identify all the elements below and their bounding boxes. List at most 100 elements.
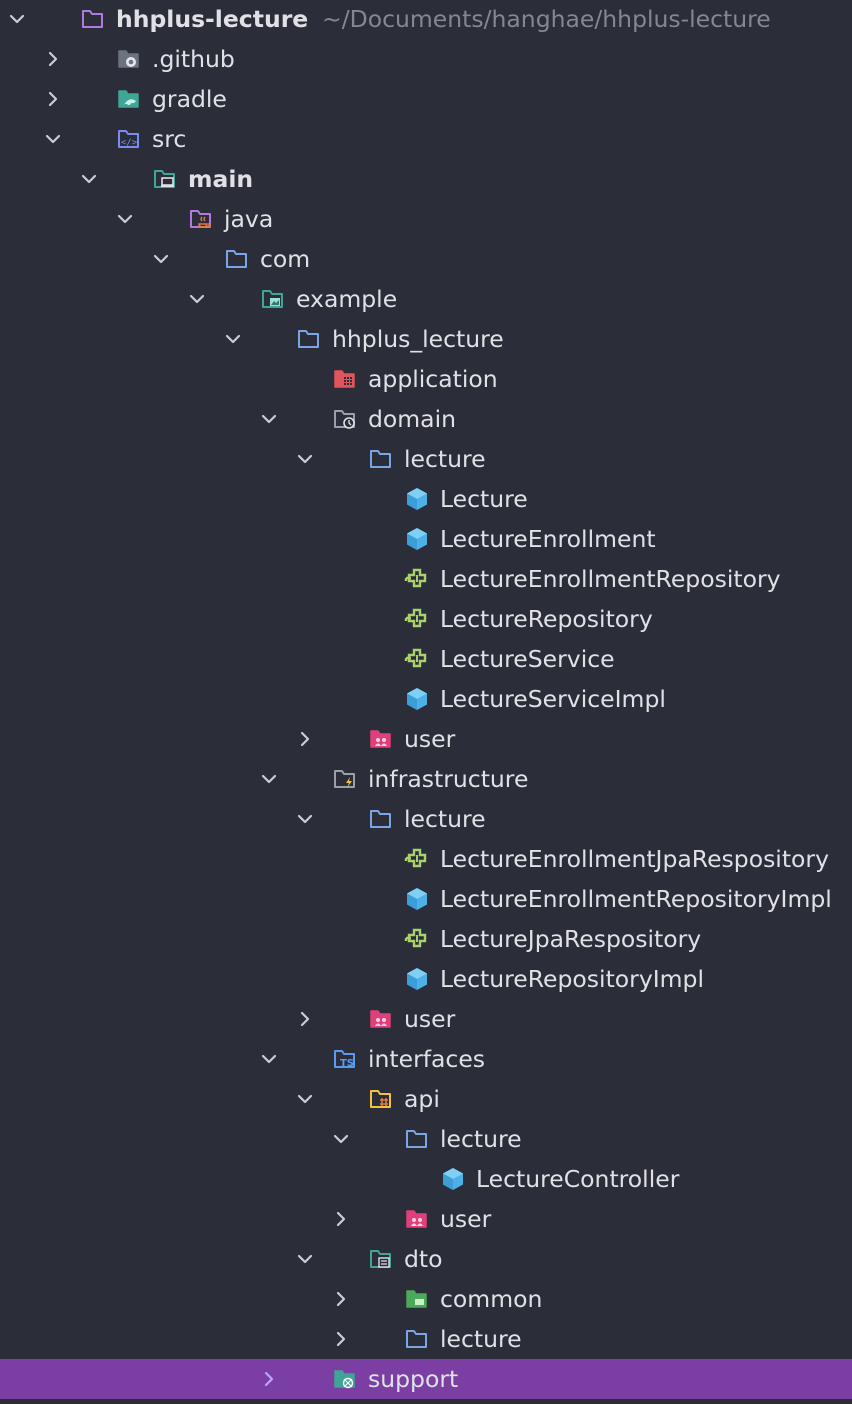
chevron-right-icon[interactable] [43, 89, 63, 109]
application-package-icon [332, 366, 358, 392]
chevron-right-icon[interactable] [295, 1009, 315, 1029]
tree-row-application[interactable]: application [0, 359, 852, 399]
tree-row-lectureenrollment[interactable]: LectureEnrollment [0, 519, 852, 559]
folder-icon [368, 806, 394, 832]
chevron-down-icon[interactable] [259, 769, 279, 789]
java-folder-icon [188, 206, 214, 232]
tree-row-interfaces[interactable]: TS interfaces [0, 1039, 852, 1079]
tree-row-label: LectureEnrollmentRepository [440, 565, 781, 593]
tree-row-label: com [260, 245, 311, 273]
tree-row-hhplus-lecture[interactable]: hhplus-lecture ~/Documents/hanghae/hhplus… [0, 0, 852, 39]
example-folder-icon [260, 286, 286, 312]
chevron-down-icon[interactable] [259, 409, 279, 429]
chevron-down-icon[interactable] [151, 249, 171, 269]
tree-row-lecture[interactable]: lecture [0, 1119, 852, 1159]
chevron-down-icon[interactable] [295, 1249, 315, 1269]
chevron-right-icon[interactable] [43, 49, 63, 69]
chevron-down-icon[interactable] [295, 1089, 315, 1109]
tree-row-label: LectureEnrollmentJpaRespository [440, 845, 830, 873]
interface-icon [404, 846, 430, 872]
tree-row-lecturerepository[interactable]: LectureRepository [0, 599, 852, 639]
tree-row-label: user [404, 1005, 456, 1033]
source-folder-icon: </> [116, 126, 142, 152]
interface-icon [404, 566, 430, 592]
tree-row-hhplus-lecture[interactable]: hhplus_lecture [0, 319, 852, 359]
tree-row-label: main [188, 165, 254, 193]
project-path: ~/Documents/hanghae/hhplus-lecture [322, 5, 771, 33]
tree-row-label: user [404, 725, 456, 753]
tree-row-lecturejparespository[interactable]: LectureJpaRespository [0, 919, 852, 959]
class-icon [404, 966, 430, 992]
tree-row-label: lecture [404, 445, 486, 473]
tree-row-gradle[interactable]: gradle [0, 79, 852, 119]
folder-purple-icon [80, 6, 106, 32]
tree-row-java[interactable]: java [0, 199, 852, 239]
tree-row-lecture[interactable]: lecture [0, 799, 852, 839]
class-icon [404, 686, 430, 712]
tree-row-lecturecontroller[interactable]: LectureController [0, 1159, 852, 1199]
tree-row-lectureenrollmentjparespository[interactable]: LectureEnrollmentJpaRespository [0, 839, 852, 879]
folder-icon [368, 446, 394, 472]
tree-row-label: application [368, 365, 498, 393]
chevron-right-icon[interactable] [259, 1369, 279, 1389]
tree-row-label: LectureServiceImpl [440, 685, 666, 713]
tree-row-label: LectureController [476, 1165, 680, 1193]
tree-row-lecture[interactable]: lecture [0, 1319, 852, 1359]
tree-row-dto[interactable]: dto [0, 1239, 852, 1279]
tree-row-common[interactable]: common [0, 1279, 852, 1319]
tree-row-label: lecture [404, 805, 486, 833]
support-folder-icon [332, 1366, 358, 1392]
tree-row-label: LectureJpaRespository [440, 925, 702, 953]
chevron-down-icon[interactable] [295, 809, 315, 829]
interface-icon [404, 926, 430, 952]
tree-row-label: lecture [440, 1125, 522, 1153]
tree-row-domain[interactable]: domain [0, 399, 852, 439]
tree-row-support[interactable]: support [0, 1359, 852, 1399]
tree-row-src[interactable]: </>src [0, 119, 852, 159]
chevron-right-icon[interactable] [331, 1329, 351, 1349]
tree-row-github[interactable]: .github [0, 39, 852, 79]
tree-row-user[interactable]: user [0, 1199, 852, 1239]
tree-row-lectureenrollmentrepositoryimpl[interactable]: LectureEnrollmentRepositoryImpl [0, 879, 852, 919]
chevron-down-icon[interactable] [295, 449, 315, 469]
class-icon [404, 526, 430, 552]
svg-text:TS: TS [340, 1058, 354, 1069]
chevron-down-icon[interactable] [115, 209, 135, 229]
tree-row-api[interactable]: api [0, 1079, 852, 1119]
tree-row-label: interfaces [368, 1045, 486, 1073]
tree-row-main[interactable]: main [0, 159, 852, 199]
chevron-right-icon[interactable] [331, 1289, 351, 1309]
tree-row-lecture[interactable]: Lecture [0, 479, 852, 519]
chevron-down-icon[interactable] [187, 289, 207, 309]
tree-row-lectureserviceimpl[interactable]: LectureServiceImpl [0, 679, 852, 719]
tree-row-label: api [404, 1085, 440, 1113]
tree-row-com[interactable]: com [0, 239, 852, 279]
tree-row-lectureenrollmentrepository[interactable]: LectureEnrollmentRepository [0, 559, 852, 599]
tree-row-label: .github [152, 45, 235, 73]
chevron-right-icon[interactable] [331, 1209, 351, 1229]
tree-row-user[interactable]: user [0, 999, 852, 1039]
tree-row-label: example [296, 285, 398, 313]
tree-row-example[interactable]: example [0, 279, 852, 319]
chevron-down-icon[interactable] [331, 1129, 351, 1149]
tree-row-lectureservice[interactable]: LectureService [0, 639, 852, 679]
chevron-right-icon[interactable] [295, 729, 315, 749]
tree-row-lecture[interactable]: lecture [0, 439, 852, 479]
tree-row-label: domain [368, 405, 457, 433]
chevron-down-icon[interactable] [79, 169, 99, 189]
interface-icon [404, 606, 430, 632]
tree-row-label: lecture [440, 1325, 522, 1353]
chevron-down-icon[interactable] [7, 9, 27, 29]
tree-row-lecturerepositoryimpl[interactable]: LectureRepositoryImpl [0, 959, 852, 999]
chevron-down-icon[interactable] [43, 129, 63, 149]
tree-row-label: hhplus-lecture [116, 5, 309, 33]
chevron-down-icon[interactable] [223, 329, 243, 349]
tree-row-label: infrastructure [368, 765, 529, 793]
tree-row-infrastructure[interactable]: infrastructure [0, 759, 852, 799]
api-folder-icon [368, 1086, 394, 1112]
infrastructure-folder-icon [332, 766, 358, 792]
domain-folder-icon [332, 406, 358, 432]
tree-row-user[interactable]: user [0, 719, 852, 759]
tree-row-label: support [368, 1365, 459, 1393]
chevron-down-icon[interactable] [259, 1049, 279, 1069]
